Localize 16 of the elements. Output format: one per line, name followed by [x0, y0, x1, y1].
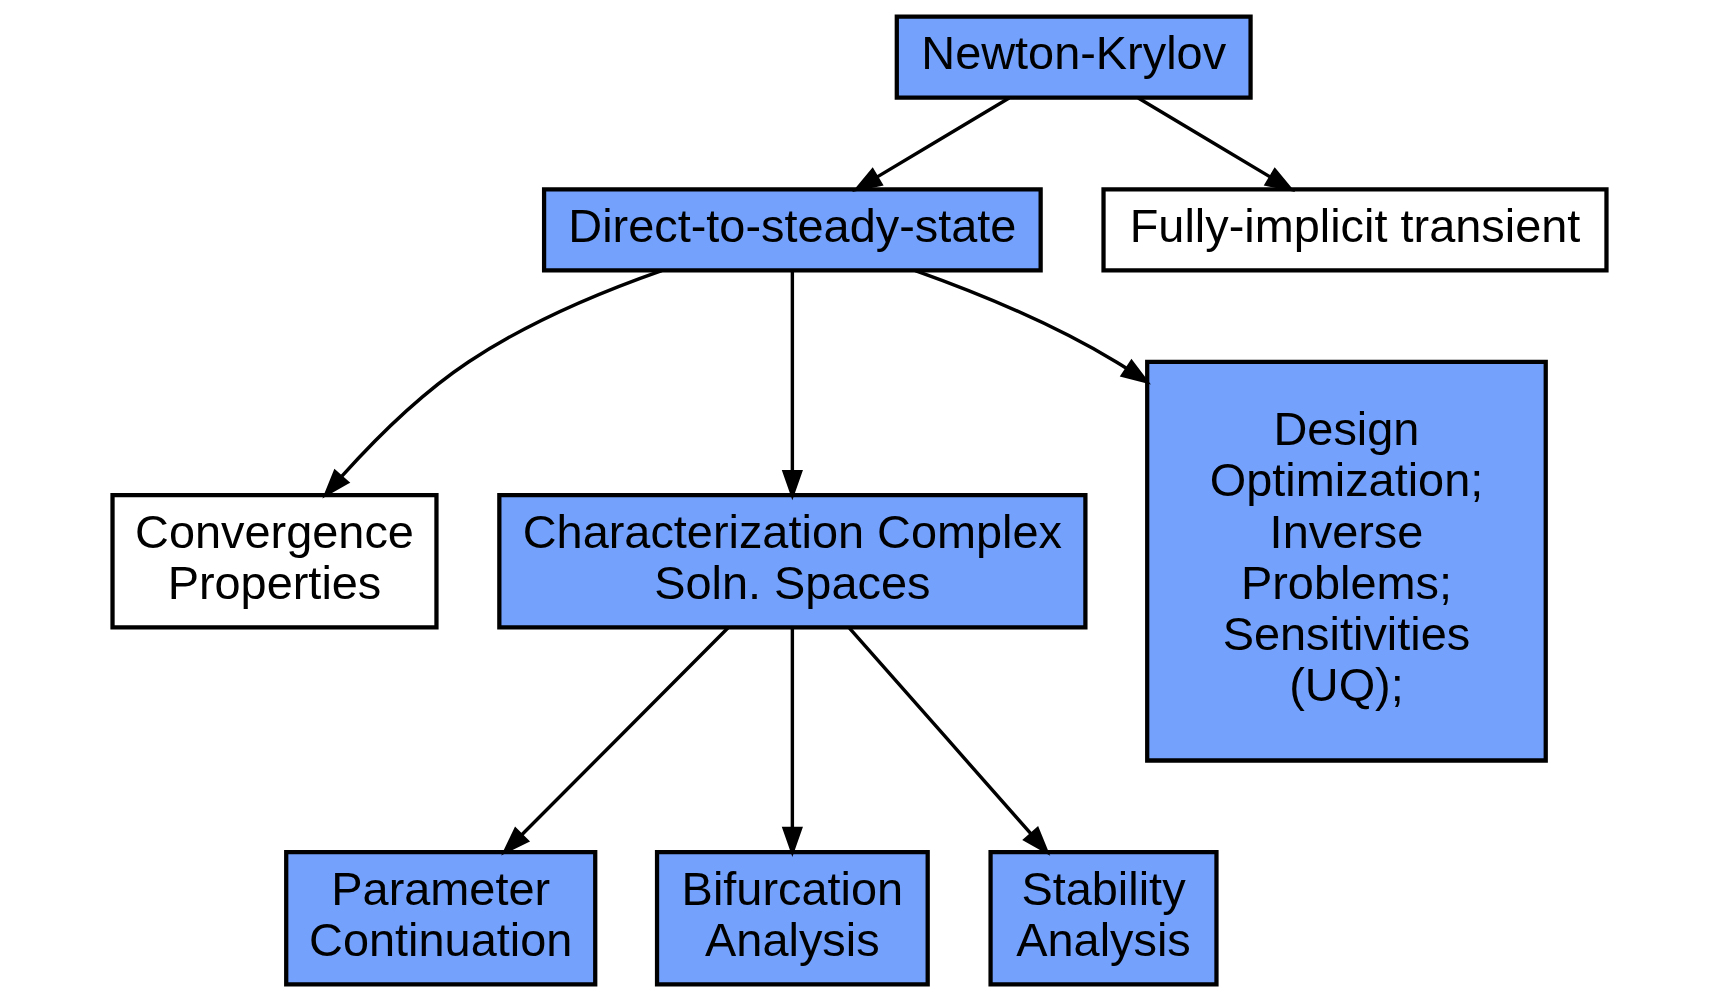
arrow: [1136, 96, 1295, 192]
node-box: Direct-to-steady-state: [541, 187, 1043, 273]
node-box: Fully-implicit transient: [1100, 187, 1609, 273]
arrow: [914, 269, 1151, 385]
arrow: [851, 96, 1010, 192]
arrow: [781, 270, 803, 501]
node-box: Convergence Properties: [109, 493, 439, 630]
node-box: Design Optimization; Inverse Problems; Sensitivities (UQ);: [1144, 359, 1548, 763]
node-box: Newton-Krylov: [894, 14, 1253, 100]
arrow: [500, 626, 729, 856]
arrow: [847, 626, 1050, 856]
node-box: Stability Analysis: [987, 850, 1219, 987]
node-box: Bifurcation Analysis: [654, 850, 930, 987]
node-box: Parameter Continuation: [283, 850, 597, 987]
node-box: Characterization Complex Soln. Spaces: [496, 493, 1088, 630]
arrow: [781, 628, 803, 857]
